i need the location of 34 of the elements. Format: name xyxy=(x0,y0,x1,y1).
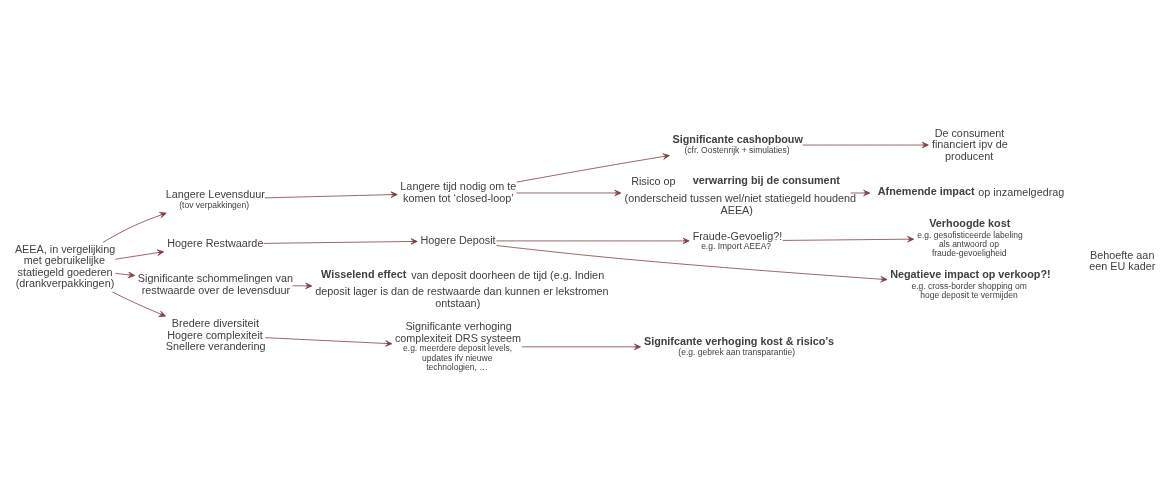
arrow xyxy=(102,211,167,243)
node-text: Afnemende impact op inzamelgedrag xyxy=(877,184,1065,198)
node-text: Significante verhoging complexiteit DRS systeem e.g. meerdere deposit levels, updates ifv nieuwe technologien, … xyxy=(394,319,522,372)
node-text: Signifcante verhoging kost & risico’s (e.g. gebrek aan transparantie) xyxy=(643,334,834,357)
node-text: Verhoogde kost e.g. gesofisticeerde labeling als antwoord op fraude-gevoeligheid xyxy=(917,216,1023,258)
node-text: Significante cashopbouw (cfr. Oostenrijk + simulaties) xyxy=(672,132,803,155)
arrow xyxy=(264,190,398,198)
node-text: Hogere Restwaarde xyxy=(167,236,264,249)
arrow xyxy=(521,343,641,350)
arrow xyxy=(782,235,915,242)
node-text: Significante schommelingen van restwaarde over de levensduur xyxy=(137,271,293,296)
arrow xyxy=(516,189,622,196)
arrow xyxy=(115,271,135,278)
node-text: Langere Levensduur (tov verpakkingen) xyxy=(165,187,265,210)
node-text: Negatieve impact op verkoop?! e.g. cross-border shopping om hoge deposit te vermijden xyxy=(890,267,1051,300)
node-text: Langere tijd nodig om te komen tot ‘closed-loop’ xyxy=(400,179,517,204)
node-text: Hogere Deposit xyxy=(420,233,496,246)
node-text: Fraude-Gevoelig?! e.g. Import AEEA? xyxy=(692,229,783,251)
arrow xyxy=(115,249,165,260)
node-text: Risico op verwarring bij de consument (onderscheid tussen wel/niet statiegeld houdend AEEA) xyxy=(624,173,857,216)
arrow xyxy=(850,189,871,196)
node-text: AEEA, in vergelijking met gebruikelijke statiegeld goederen (drankverpakkingen) xyxy=(14,242,116,289)
arrow xyxy=(111,291,166,317)
node-text: Wisselend effect van deposit doorheen de tijd (e.g. Indien deposit lager is dan de restwaarde dan kunnen er lekstromen ontstaan) xyxy=(315,267,609,309)
arrow xyxy=(802,141,929,148)
arrow xyxy=(496,244,888,282)
arrow xyxy=(292,282,313,289)
arrow xyxy=(516,152,670,183)
node-text: De consument financiert ipv de producent xyxy=(931,126,1008,162)
node-text: Behoefte aan een EU kader xyxy=(1089,248,1156,272)
arrow xyxy=(264,336,393,347)
node-text: Bredere diversiteit Hogere complexiteit Snellere verandering xyxy=(165,316,266,352)
arrow xyxy=(263,237,418,245)
arrow xyxy=(496,237,690,244)
